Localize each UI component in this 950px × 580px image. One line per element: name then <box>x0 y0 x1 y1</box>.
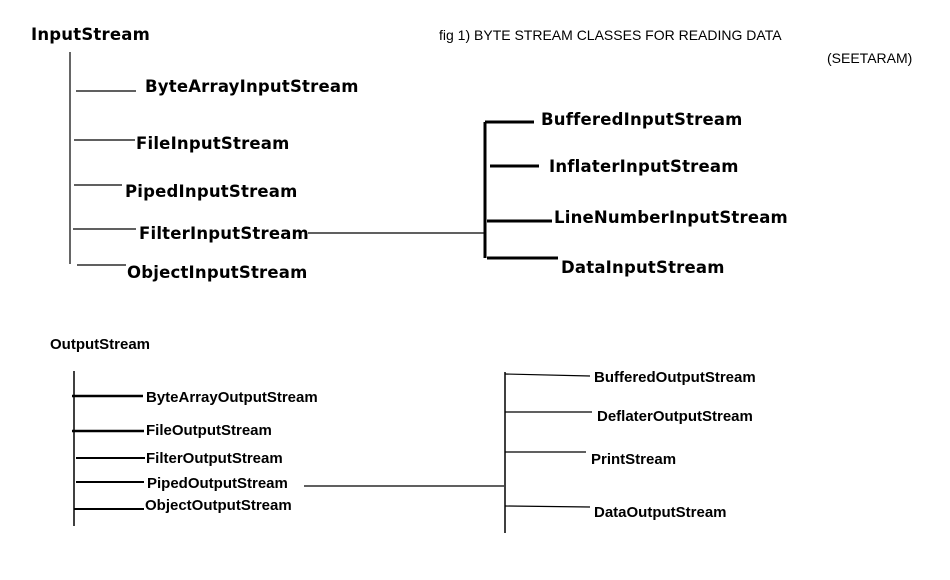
filter-output-child-print: PrintStream <box>591 451 677 468</box>
filter-input-child-buffered: BufferedInputStream <box>541 110 743 129</box>
figure-author: (SEETARAM) <box>827 50 913 66</box>
output-root-label: OutputStream <box>50 336 151 353</box>
input-child-object: ObjectInputStream <box>127 263 308 282</box>
output-child-piped: PipedOutputStream <box>147 475 288 492</box>
input-root-label: InputStream <box>31 25 150 44</box>
output-child-filter: FilterOutputStream <box>146 450 283 467</box>
output-child-file: FileOutputStream <box>146 422 272 439</box>
filter-input-child-linenumber: LineNumberInputStream <box>554 208 788 227</box>
input-child-filter: FilterInputStream <box>139 224 309 243</box>
input-child-bytearray: ByteArrayInputStream <box>145 77 359 96</box>
filter-output-child-deflater: DeflaterOutputStream <box>597 408 753 425</box>
filter-output-child-data: DataOutputStream <box>594 504 727 521</box>
filter-output-branch-data <box>504 505 591 508</box>
filter-output-child-buffered: BufferedOutputStream <box>594 369 756 386</box>
filter-input-child-inflater: InflaterInputStream <box>549 157 739 176</box>
input-child-piped: PipedInputStream <box>125 182 298 201</box>
output-child-bytearray: ByteArrayOutputStream <box>146 389 318 406</box>
filter-input-child-data: DataInputStream <box>561 258 725 277</box>
input-child-file: FileInputStream <box>136 134 290 153</box>
figure-caption: fig 1) BYTE STREAM CLASSES FOR READING D… <box>439 27 782 43</box>
output-child-object: ObjectOutputStream <box>145 497 292 514</box>
filter-output-branch-buffered <box>504 373 591 377</box>
